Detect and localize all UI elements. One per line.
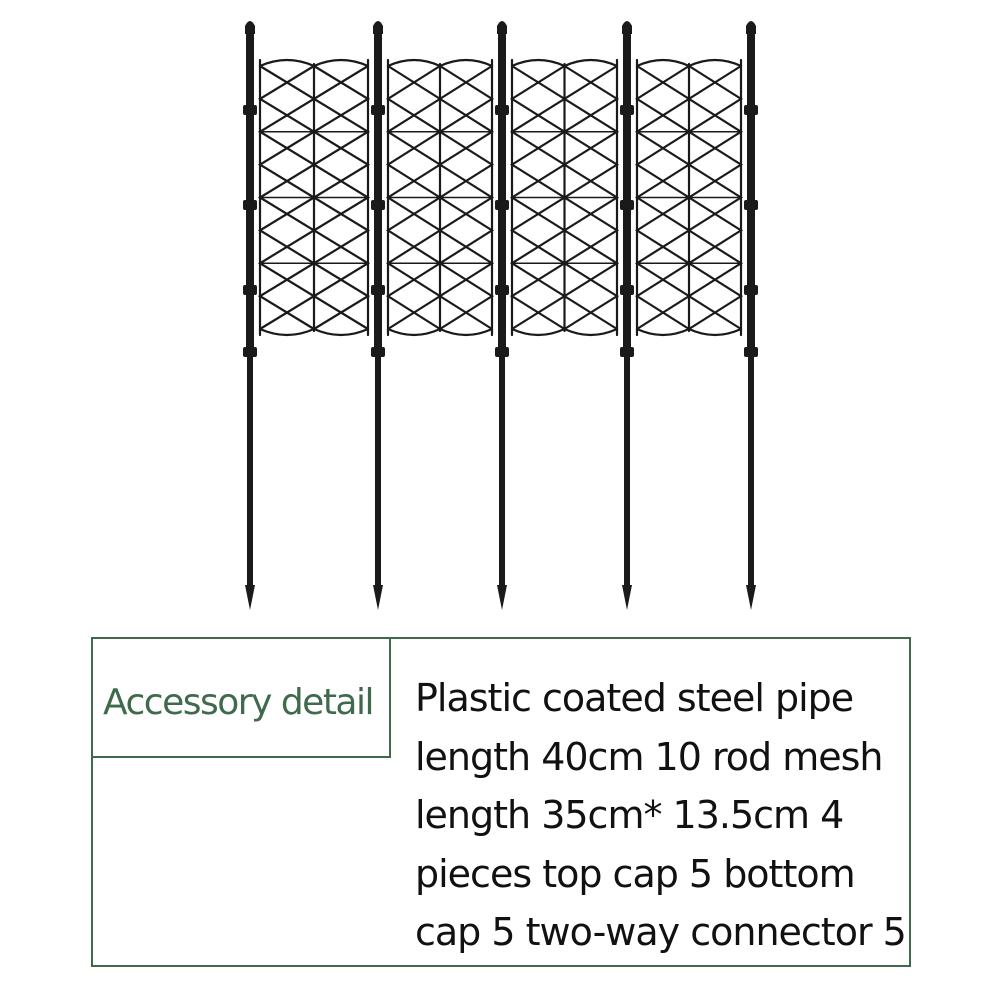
two-way-connector — [495, 200, 509, 210]
stake-rod — [247, 352, 253, 587]
description-line: length 40cm 10 rod mesh — [415, 734, 884, 779]
mesh-panel — [385, 58, 495, 337]
two-way-connector — [620, 285, 634, 295]
steel-rod — [747, 32, 755, 352]
steel-rod — [374, 32, 382, 352]
bottom-cap — [622, 585, 632, 610]
two-way-connector — [243, 200, 257, 210]
two-way-connector — [243, 347, 257, 357]
two-way-connector — [371, 347, 385, 357]
two-way-connector — [744, 285, 758, 295]
two-way-connector — [744, 347, 758, 357]
accessory-detail-box: Accessory detail Plastic coated steel pi… — [91, 637, 911, 967]
description-line: pieces top cap 5 bottom — [415, 851, 856, 896]
steel-rod — [623, 32, 631, 352]
two-way-connector — [744, 200, 758, 210]
bottom-cap — [245, 585, 255, 610]
two-way-connector — [744, 105, 758, 115]
top-cap — [622, 21, 632, 34]
bottom-cap — [746, 585, 756, 610]
bottom-cap — [497, 585, 507, 610]
two-way-connector — [371, 200, 385, 210]
top-cap — [373, 21, 383, 34]
steel-rod — [246, 32, 254, 352]
description-line: length 35cm* 13.5cm 4 — [415, 793, 844, 837]
description-line: cap 5 two-way connector 5 — [415, 910, 907, 954]
mesh-panel — [509, 58, 620, 337]
two-way-connector — [371, 285, 385, 295]
stake-rod — [624, 352, 630, 587]
mesh-panel — [634, 58, 744, 337]
two-way-connector — [495, 347, 509, 357]
description-line: Plastic coated steel pipe — [415, 676, 854, 720]
accessory-detail-label: Accessory detail — [103, 682, 375, 723]
stake-rod — [748, 352, 754, 587]
mesh-panel — [257, 58, 371, 337]
two-way-connector — [620, 200, 634, 210]
accessory-label-cell: Accessory detail — [93, 639, 391, 758]
bottom-cap — [373, 585, 383, 610]
accessory-description: Plastic coated steel pipe length 40cm 10… — [415, 669, 907, 962]
stake-rod — [375, 352, 381, 587]
two-way-connector — [495, 285, 509, 295]
top-cap — [245, 21, 255, 34]
top-cap — [497, 21, 507, 34]
top-cap — [746, 21, 756, 34]
two-way-connector — [243, 285, 257, 295]
stake-rod — [499, 352, 505, 587]
two-way-connector — [495, 105, 509, 115]
trellis-fence-illustration — [243, 21, 758, 610]
two-way-connector — [371, 105, 385, 115]
steel-rod — [498, 32, 506, 352]
two-way-connector — [620, 347, 634, 357]
two-way-connector — [620, 105, 634, 115]
two-way-connector — [243, 105, 257, 115]
